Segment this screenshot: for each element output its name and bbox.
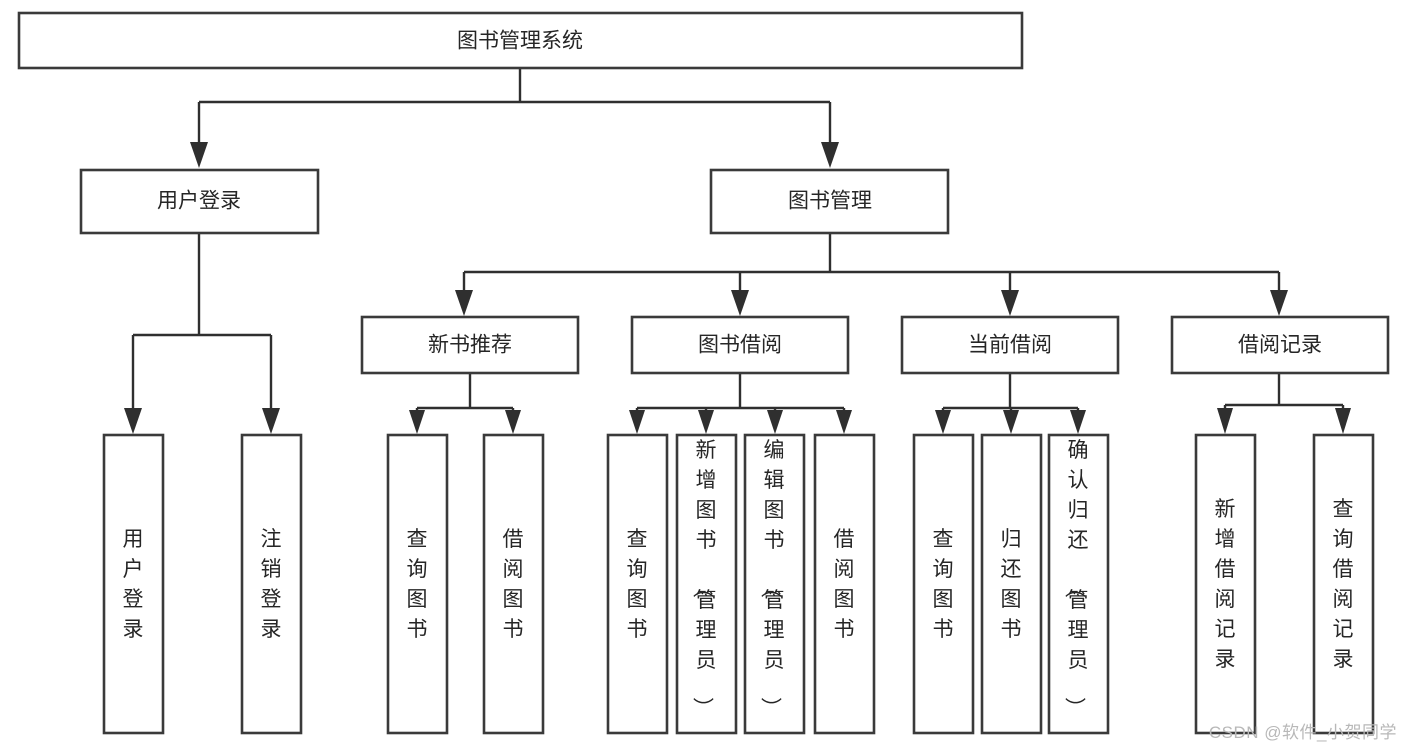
node-leaf-borrow-book-2-label: 借阅图书 — [834, 528, 855, 641]
arrow-root-to-book-management — [821, 142, 839, 168]
node-user-login-label: 用户登录 — [157, 190, 241, 213]
node-new-book-recommend-label: 新书推荐 — [428, 334, 512, 357]
arrow-book-borrow-to-leaf-1 — [629, 410, 645, 434]
arrow-book-borrow-to-leaf-4 — [836, 410, 852, 434]
node-leaf-query-book-1-label: 查询图书 — [407, 528, 428, 641]
node-book-borrow[interactable]: 图书借阅 — [630, 315, 850, 375]
node-leaf-add-book[interactable]: 新增图书（管理员） — [675, 433, 738, 735]
arrow-current-borrow-to-leaf-2 — [1003, 410, 1019, 434]
arrow-root-to-user-login — [190, 142, 208, 168]
node-leaf-borrow-book-1-box[interactable] — [482, 433, 545, 735]
arrow-user-login-to-leaf-1 — [124, 408, 142, 434]
node-leaf-user-login-label: 用户登录 — [123, 528, 144, 641]
edge-layer — [124, 68, 1351, 434]
node-root-label: 图书管理系统 — [457, 30, 583, 53]
arrow-user-login-to-leaf-2 — [262, 408, 280, 434]
node-book-borrow-box[interactable] — [630, 315, 850, 375]
arrow-new-book-to-leaf-1 — [409, 410, 425, 434]
node-leaf-user-logout-label: 注销登录 — [261, 528, 282, 641]
node-current-borrow-label: 当前借阅 — [968, 334, 1052, 357]
node-leaf-return-book-label: 归还图书 — [1001, 528, 1022, 641]
node-new-book-recommend-box[interactable] — [360, 315, 580, 375]
node-book-management-label: 图书管理 — [788, 190, 872, 213]
node-leaf-edit-book-box[interactable] — [743, 433, 806, 735]
node-leaf-borrow-book-2-box[interactable] — [813, 433, 876, 735]
node-new-book-recommend[interactable]: 新书推荐 — [360, 315, 580, 375]
node-leaf-confirm-return-label: 确认归还（管理员） — [1063, 439, 1089, 718]
node-leaf-query-book-3[interactable]: 查询图书 — [912, 433, 975, 735]
node-leaf-user-login[interactable]: 用户登录 — [102, 433, 165, 735]
arrow-current-borrow-to-leaf-3 — [1070, 410, 1086, 434]
node-leaf-add-book-box[interactable] — [675, 433, 738, 735]
node-book-management[interactable]: 图书管理 — [709, 168, 950, 235]
node-root-box[interactable] — [17, 11, 1024, 70]
node-leaf-query-book-1[interactable]: 查询图书 — [386, 433, 449, 735]
node-leaf-query-record-label: 查询借阅记录 — [1333, 498, 1354, 671]
node-leaf-borrow-book-2[interactable]: 借阅图书 — [813, 433, 876, 735]
node-leaf-add-book-label: 新增图书（管理员） — [691, 439, 717, 718]
node-current-borrow-box[interactable] — [900, 315, 1120, 375]
node-leaf-add-record[interactable]: 新增借阅记录 — [1194, 433, 1257, 735]
node-borrow-record-box[interactable] — [1170, 315, 1390, 375]
arrow-bm-to-borrow-record — [1270, 290, 1288, 316]
node-leaf-borrow-book-1-label: 借阅图书 — [503, 528, 524, 641]
node-leaf-borrow-book-1[interactable]: 借阅图书 — [482, 433, 545, 735]
arrow-bm-to-current-borrow — [1001, 290, 1019, 316]
node-leaf-user-logout-box[interactable] — [240, 433, 303, 735]
node-leaf-confirm-return[interactable]: 确认归还（管理员） — [1047, 433, 1110, 735]
arrow-borrow-record-to-leaf-1 — [1217, 408, 1233, 434]
node-current-borrow[interactable]: 当前借阅 — [900, 315, 1120, 375]
node-user-login-box[interactable] — [79, 168, 320, 235]
node-leaf-query-book-2-label: 查询图书 — [627, 528, 648, 641]
node-leaf-confirm-return-box[interactable] — [1047, 433, 1110, 735]
node-leaf-query-book-3-label: 查询图书 — [933, 528, 954, 641]
node-leaf-edit-book-label: 编辑图书（管理员） — [759, 439, 785, 718]
arrow-book-borrow-to-leaf-2 — [698, 410, 714, 434]
node-leaf-return-book[interactable]: 归还图书 — [980, 433, 1043, 735]
node-borrow-record[interactable]: 借阅记录 — [1170, 315, 1390, 375]
arrow-bm-to-book-borrow — [731, 290, 749, 316]
node-book-management-box[interactable] — [709, 168, 950, 235]
node-borrow-record-label: 借阅记录 — [1238, 334, 1322, 357]
node-leaf-query-book-3-box[interactable] — [912, 433, 975, 735]
node-leaf-query-record-box[interactable] — [1312, 433, 1375, 735]
arrow-current-borrow-to-leaf-1 — [935, 410, 951, 434]
arrow-new-book-to-leaf-2 — [505, 410, 521, 434]
node-leaf-query-record[interactable]: 查询借阅记录 — [1312, 433, 1375, 735]
node-root[interactable]: 图书管理系统 — [17, 11, 1024, 70]
node-leaf-add-record-box[interactable] — [1194, 433, 1257, 735]
node-leaf-query-book-2-box[interactable] — [606, 433, 669, 735]
node-leaf-edit-book[interactable]: 编辑图书（管理员） — [743, 433, 806, 735]
arrow-borrow-record-to-leaf-2 — [1335, 408, 1351, 434]
node-leaf-query-book-2[interactable]: 查询图书 — [606, 433, 669, 735]
arrow-book-borrow-to-leaf-3 — [767, 410, 783, 434]
node-user-login[interactable]: 用户登录 — [79, 168, 320, 235]
node-leaf-query-book-1-box[interactable] — [386, 433, 449, 735]
node-leaf-user-logout[interactable]: 注销登录 — [240, 433, 303, 735]
node-leaf-add-record-label: 新增借阅记录 — [1215, 498, 1236, 671]
node-leaf-return-book-box[interactable] — [980, 433, 1043, 735]
node-book-borrow-label: 图书借阅 — [698, 334, 782, 357]
node-leaf-user-login-box[interactable] — [102, 433, 165, 735]
arrow-bm-to-new-book — [455, 290, 473, 316]
